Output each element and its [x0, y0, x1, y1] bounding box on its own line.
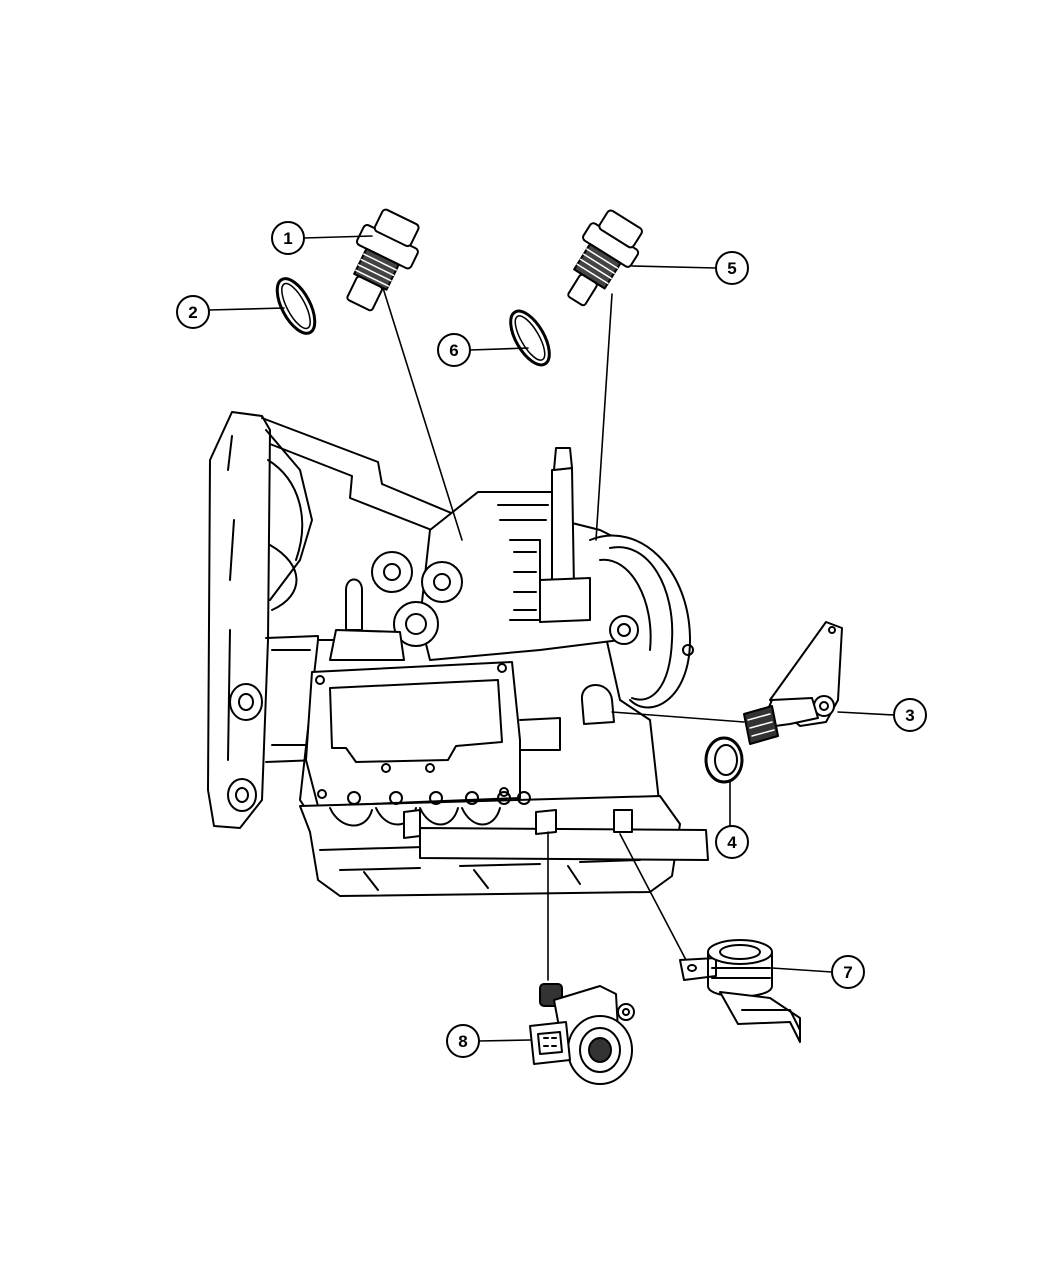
svg-text:5: 5	[727, 259, 736, 278]
svg-text:6: 6	[449, 341, 458, 360]
transmission-case	[299, 447, 694, 831]
callout-6: 6	[437, 333, 471, 367]
solenoid	[529, 983, 635, 1085]
callout-1: 1	[271, 221, 305, 255]
svg-text:4: 4	[727, 833, 737, 852]
output-speed-sensor	[567, 209, 643, 307]
svg-text:8: 8	[458, 1032, 467, 1051]
callout-8: 8	[446, 1024, 480, 1058]
callout-4: 4	[715, 825, 749, 859]
callout-7: 7	[831, 955, 865, 989]
pressure-switch	[679, 939, 801, 1043]
o-ring-1	[275, 277, 317, 335]
seal	[704, 736, 744, 784]
oil-pan	[299, 791, 709, 897]
callout-5: 5	[715, 251, 749, 285]
callout-3: 3	[893, 698, 927, 732]
position-sensor	[743, 621, 843, 745]
callout-leaders	[208, 235, 895, 1042]
leader-lines	[377, 271, 745, 981]
o-ring-2	[509, 309, 551, 367]
bell-housing	[207, 411, 471, 829]
svg-text:3: 3	[905, 706, 914, 725]
svg-text:7: 7	[843, 963, 852, 982]
callout-2: 2	[176, 295, 210, 329]
input-speed-sensor	[346, 208, 420, 312]
svg-text:1: 1	[283, 229, 292, 248]
svg-text:2: 2	[188, 303, 197, 322]
